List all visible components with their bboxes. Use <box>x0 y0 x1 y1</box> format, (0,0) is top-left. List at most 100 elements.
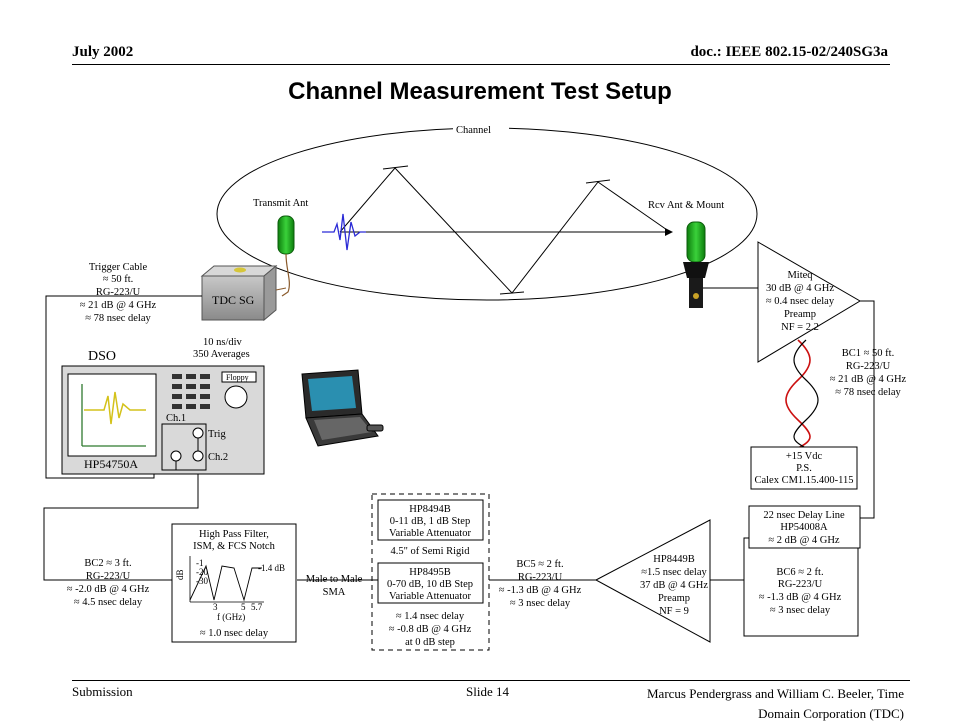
svg-text:≈ 4.5 nsec delay: ≈ 4.5 nsec delay <box>74 597 143 608</box>
footer-authors-line1: Marcus Pendergrass and William C. Beeler… <box>647 686 904 701</box>
delay-line-model: HP54008A <box>780 522 828 533</box>
att2-model: HP8495B <box>409 567 450 578</box>
trig-label: Trig <box>208 429 226 440</box>
att2-range: 0-70 dB, 10 dB Step <box>387 579 473 590</box>
svg-text:RG-223/U: RG-223/U <box>778 579 823 590</box>
svg-text:Preamp: Preamp <box>658 593 690 604</box>
slide-title: Channel Measurement Test Setup <box>288 78 672 105</box>
bc1-cable-line <box>860 300 875 519</box>
attenuator-specs: ≈ 1.4 nsec delay ≈ -0.8 dB @ 4 GHz at 0 … <box>389 611 472 648</box>
svg-text:BC6 ≈ 2 ft.: BC6 ≈ 2 ft. <box>776 567 823 578</box>
svg-text:BC1 ≈ 50 ft.: BC1 ≈ 50 ft. <box>842 348 894 359</box>
ch1-label: Ch.1 <box>166 413 186 424</box>
filter-plot-xlabel: f (GHz) <box>217 612 245 622</box>
receive-antenna-icon <box>686 221 706 263</box>
pulse-waveform <box>322 213 366 251</box>
svg-text:Preamp: Preamp <box>784 309 816 320</box>
filter-plot-ytick-3: -30 <box>196 576 208 586</box>
power-supply-box <box>750 446 858 490</box>
att2-type: Variable Attenuator <box>389 591 471 602</box>
preamp-miteq <box>757 241 861 363</box>
svg-text:≈ -1.3 dB @ 4 GHz: ≈ -1.3 dB @ 4 GHz <box>499 585 582 596</box>
filter-plot-ylabel: dB <box>175 569 185 580</box>
transmit-feed-cable <box>281 253 290 297</box>
header-doc-id: doc.: IEEE 802.15-02/240SG3a <box>690 44 888 60</box>
power-cable-red <box>785 339 811 449</box>
delay-line-name: 22 nsec Delay Line <box>763 510 845 521</box>
ps-voltage: +15 Vdc <box>786 451 823 462</box>
trig-connector-icon <box>192 427 204 439</box>
trigger-cable-spec: Trigger Cable ≈ 50 ft. RG-223/U ≈ 21 dB … <box>80 262 157 324</box>
svg-text:RG-223/U: RG-223/U <box>96 287 141 298</box>
transmit-ant-label: Transmit Ant <box>253 198 308 209</box>
tdc-sg-feed-link <box>275 287 287 291</box>
filter-plot-xtick-2: 5 <box>241 602 246 612</box>
dso-button-bank <box>172 374 210 409</box>
bc2-spec: BC2 ≈ 3 ft. RG-223/U ≈ -2.0 dB @ 4 GHz ≈… <box>67 558 150 608</box>
att1-range: 0-11 dB, 1 dB Step <box>390 516 470 527</box>
svg-text:≈ 21 dB @ 4 GHz: ≈ 21 dB @ 4 GHz <box>80 300 157 311</box>
scope-model-label: HP54750A <box>84 457 138 471</box>
sma-label-line2: SMA <box>323 587 346 598</box>
multipath-ray <box>339 167 671 294</box>
attenuator-hp8494b <box>377 499 484 541</box>
filter-title-line1: High Pass Filter, <box>199 529 269 540</box>
floppy-label: Floppy <box>226 373 249 382</box>
dso-knob-icon <box>224 385 248 409</box>
svg-text:≈ 78 nsec delay: ≈ 78 nsec delay <box>85 313 151 324</box>
channel-label-bg <box>453 122 509 136</box>
semi-rigid-label: 4.5" of Semi Rigid <box>391 546 471 557</box>
svg-text:HP8449B: HP8449B <box>653 554 694 565</box>
delay-line-loss: ≈ 2 dB @ 4 GHz <box>768 535 839 546</box>
reflector-bottom <box>499 291 525 295</box>
svg-text:≈ 50 ft.: ≈ 50 ft. <box>103 274 134 285</box>
attenuator-hp8495b <box>377 562 484 604</box>
attenuator-group-frame <box>371 493 490 651</box>
dso-label: DSO <box>88 349 116 364</box>
header-date: July 2002 <box>72 44 134 60</box>
tdc-sg-label: TDC SG <box>212 293 255 307</box>
delay-line-box <box>748 505 861 549</box>
svg-text:37 dB @ 4 GHz: 37 dB @ 4 GHz <box>640 580 708 591</box>
svg-text:BC5 ≈ 2 ft.: BC5 ≈ 2 ft. <box>516 559 563 570</box>
channel-label: Channel <box>456 125 491 136</box>
dso-input-frame <box>161 423 207 471</box>
svg-text:≈ 78 nsec delay: ≈ 78 nsec delay <box>835 387 901 398</box>
svg-text:≈1.5 nsec delay: ≈1.5 nsec delay <box>641 567 707 578</box>
filter-plot-ytick-2: -20 <box>196 567 208 577</box>
filter-title-line2: ISM, & FCS Notch <box>193 541 275 552</box>
preamp-hp8449b-spec: HP8449B ≈1.5 nsec delay 37 dB @ 4 GHz Pr… <box>640 554 708 617</box>
tdc-sg-side <box>263 264 277 322</box>
laptop-icon <box>301 369 384 447</box>
preamp-hp8449b <box>594 519 711 643</box>
svg-text:≈ -2.0 dB @ 4 GHz: ≈ -2.0 dB @ 4 GHz <box>67 584 150 595</box>
floppy-drive <box>221 371 257 383</box>
bc6-spec: BC6 ≈ 2 ft. RG-223/U ≈ -1.3 dB @ 4 GHz ≈… <box>759 567 842 616</box>
dso-trace <box>84 391 146 425</box>
reflector-top-left <box>382 165 409 170</box>
power-cable-black <box>793 339 819 449</box>
svg-text:RG-223/U: RG-223/U <box>518 572 563 583</box>
reflector-top-right <box>585 179 611 184</box>
filter-delay-label: ≈ 1.0 nsec delay <box>200 628 269 639</box>
tdc-signal-generator <box>201 275 265 321</box>
ch2-connector-icon <box>192 450 204 462</box>
preamp-miteq-spec: Miteq 30 dB @ 4 GHz ≈ 0.4 nsec delay Pre… <box>766 270 835 333</box>
footer-rule <box>72 680 910 681</box>
dso-timebase: 10 ns/div <box>203 337 243 348</box>
footer-authors: Marcus Pendergrass and William C. Beeler… <box>647 684 904 724</box>
svg-text:≈ 21 dB @ 4 GHz: ≈ 21 dB @ 4 GHz <box>830 374 907 385</box>
svg-text:NF = 9: NF = 9 <box>659 606 689 617</box>
transmit-antenna-icon <box>277 215 295 255</box>
ps-label: P.S. <box>796 463 812 474</box>
svg-text:≈ 0.4 nsec delay: ≈ 0.4 nsec delay <box>766 296 835 307</box>
svg-text:BC2 ≈ 3 ft.: BC2 ≈ 3 ft. <box>84 558 131 569</box>
ch1-connector-icon <box>170 450 182 462</box>
svg-text:RG-223/U: RG-223/U <box>846 361 891 372</box>
channel-ellipse <box>216 127 758 301</box>
footer-submission: Submission <box>72 684 133 699</box>
filter-response-plot: dB -1 -20 -30 -1.4 dB 3 5 5.7 f (GHz) <box>175 556 285 622</box>
svg-text:≈ -1.3 dB @ 4 GHz: ≈ -1.3 dB @ 4 GHz <box>759 592 842 603</box>
mount-connector-icon <box>693 293 699 299</box>
